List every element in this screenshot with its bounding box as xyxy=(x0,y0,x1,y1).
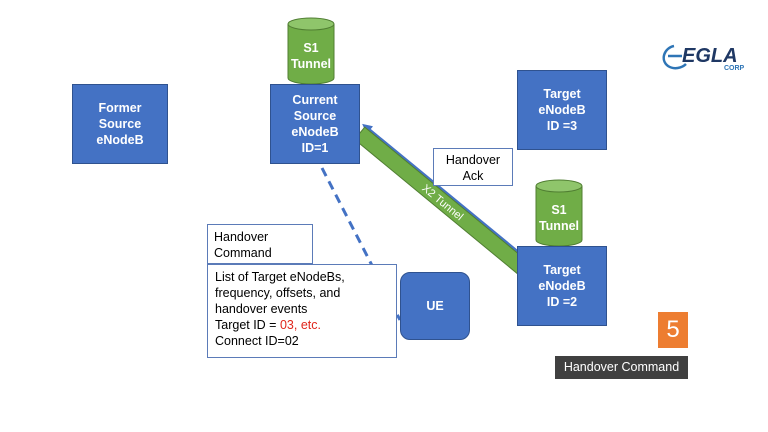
target3-line3: ID =3 xyxy=(546,119,578,133)
details-line2: frequency, offsets, and xyxy=(215,286,341,300)
target-enodeb-2: Target eNodeB ID =2 xyxy=(517,246,607,326)
command-line1: Handover xyxy=(214,230,269,244)
details-line4: Target ID = 03, etc. xyxy=(215,317,396,333)
logo-text: EGLA xyxy=(682,45,738,67)
egla-corp-logo: EGLA CORP xyxy=(660,40,750,72)
target2-line2: eNodeB xyxy=(538,279,586,293)
s1-top-line2: Tunnel xyxy=(290,57,332,71)
step-number-badge: 5 xyxy=(658,312,688,348)
details-line4-highlight: 03, etc. xyxy=(279,318,321,332)
current-line4: ID=1 xyxy=(301,141,329,155)
target3-line1: Target xyxy=(543,87,581,101)
details-line4-prefix: Target ID = xyxy=(215,318,280,332)
logo-subtext: CORP xyxy=(724,65,745,72)
handover-command-note: Handover Command xyxy=(207,224,313,264)
s1-tunnel-top-cylinder xyxy=(287,17,335,85)
details-line5: Connect ID=02 xyxy=(215,334,299,348)
current-line2: Source xyxy=(293,109,337,123)
ue-device: UE xyxy=(400,272,470,340)
former-line3: eNodeB xyxy=(96,133,144,147)
handover-ack-note: Handover Ack xyxy=(433,148,513,186)
s1-tunnel-target-cylinder xyxy=(535,179,583,247)
former-line2: Source xyxy=(98,117,142,131)
target-enodeb-3: Target eNodeB ID =3 xyxy=(517,70,607,150)
command-line2: Command xyxy=(214,246,272,260)
s1-target-line1: S1 xyxy=(551,203,567,217)
details-line1: List of Target eNodeBs, xyxy=(215,270,345,284)
s1-tunnel-top-label: S1 Tunnel xyxy=(288,36,334,76)
ack-line1: Handover xyxy=(445,153,501,167)
handover-details-note: List of Target eNodeBs, frequency, offse… xyxy=(207,264,397,358)
target3-line2: eNodeB xyxy=(538,103,586,117)
former-source-enodeb: Former Source eNodeB xyxy=(72,84,168,164)
former-line1: Former xyxy=(98,101,142,115)
details-line3: handover events xyxy=(215,302,308,316)
current-source-enodeb: Current Source eNodeB ID=1 xyxy=(270,84,360,164)
step-label: Handover Command xyxy=(555,356,688,379)
current-line3: eNodeB xyxy=(291,125,339,139)
ack-line2: Ack xyxy=(462,169,484,183)
s1-target-line2: Tunnel xyxy=(538,219,580,233)
s1-tunnel-target-label: S1 Tunnel xyxy=(536,198,582,238)
current-line1: Current xyxy=(292,93,338,107)
ue-label: UE xyxy=(426,299,444,313)
s1-top-line1: S1 xyxy=(303,41,319,55)
target2-line1: Target xyxy=(543,263,581,277)
target2-line3: ID =2 xyxy=(546,295,578,309)
handover-ack-arrow xyxy=(362,123,519,254)
logo-swoosh-icon: EGLA CORP xyxy=(662,44,745,72)
